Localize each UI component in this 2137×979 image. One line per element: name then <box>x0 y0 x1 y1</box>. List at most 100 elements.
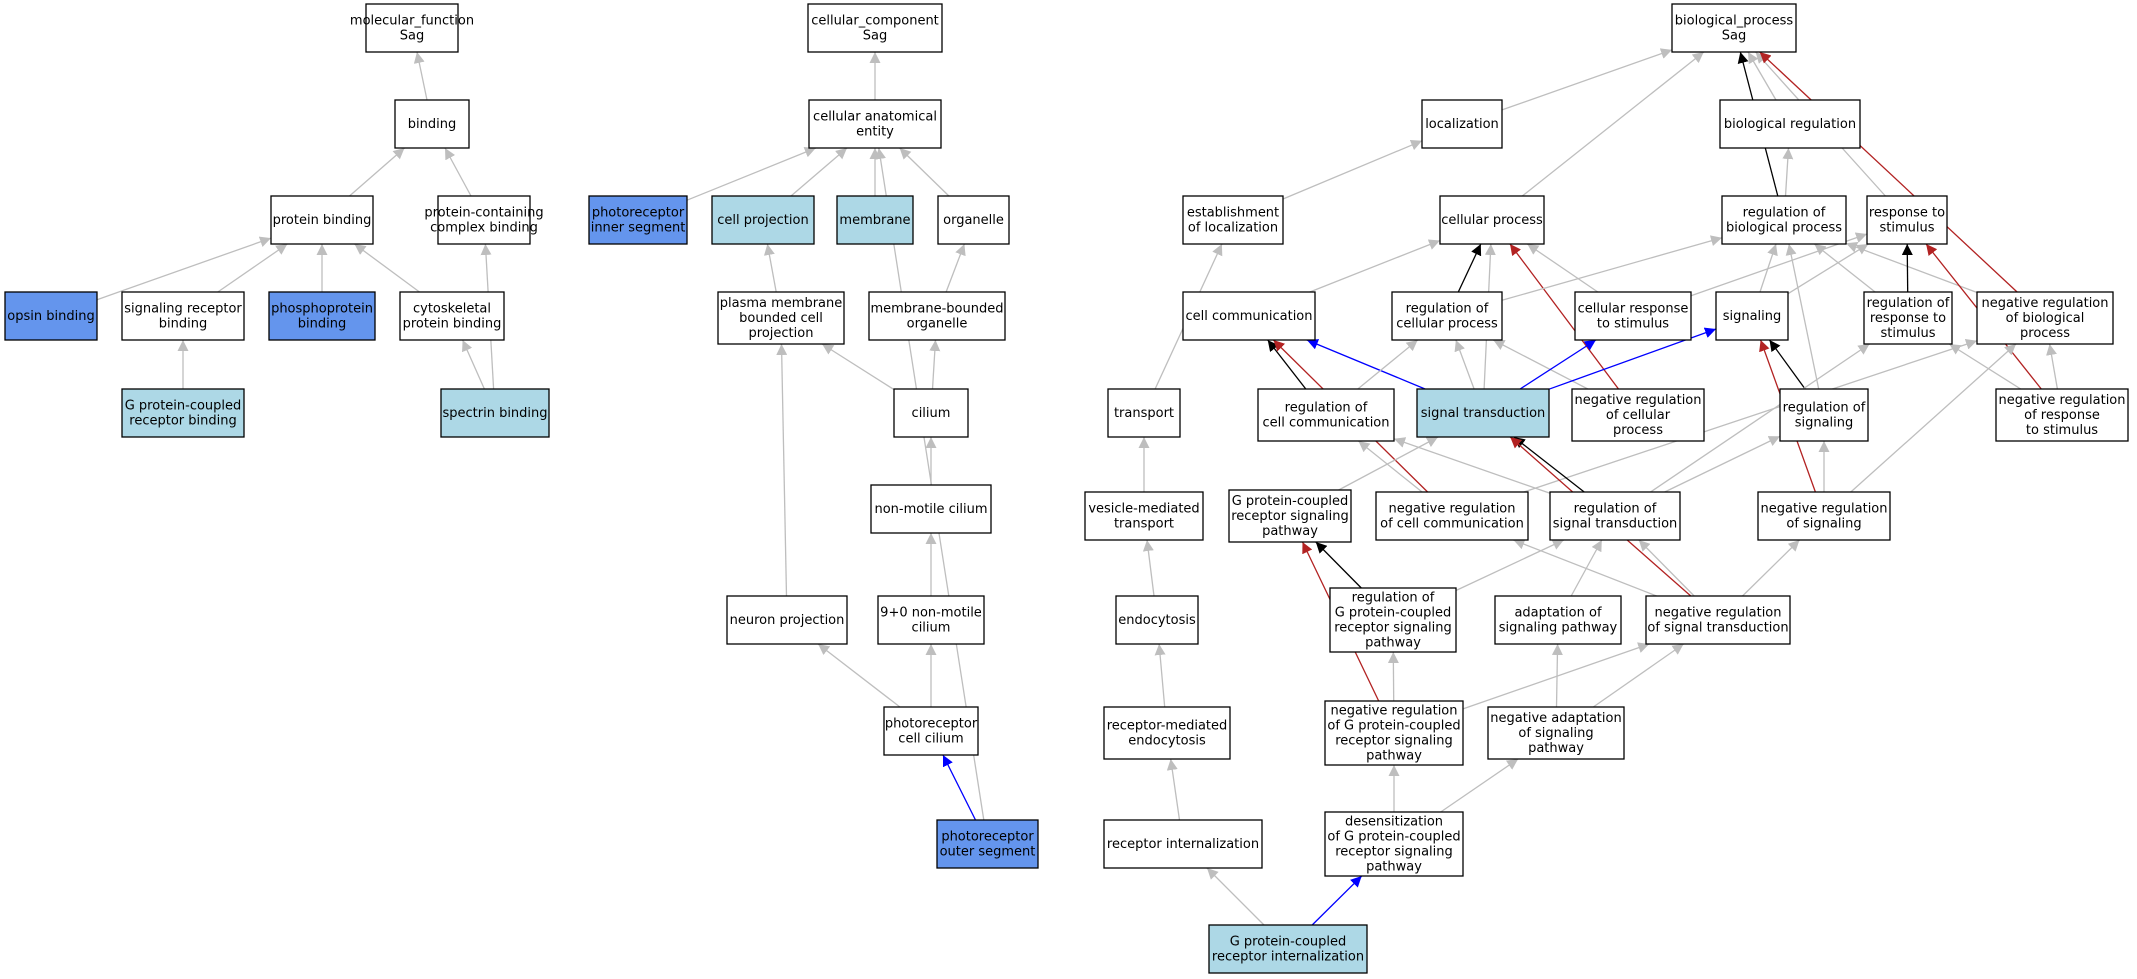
edge-regulation-cellular-process-to-regulation-biological-process <box>1501 235 1723 301</box>
node-label-line: binding <box>408 117 456 132</box>
node-localization[interactable]: localization <box>1421 99 1503 149</box>
node-protein-binding[interactable]: protein binding <box>270 195 374 245</box>
node-label-line: G protein-coupled <box>125 399 242 414</box>
edge-signaling-to-regulation-biological-process <box>1759 243 1778 293</box>
node-box <box>1571 388 1705 442</box>
node-binding[interactable]: binding <box>394 99 470 149</box>
edge-spectrin-binding-to-cytoskeletal <box>462 339 485 390</box>
node-label-line: response to <box>1870 311 1946 326</box>
node-box <box>1421 99 1503 149</box>
node-box <box>270 195 374 245</box>
edge-signal-transduction-to-regulation-cellular-process <box>1454 339 1475 390</box>
edge-neg-adaptation-signaling-to-neg-reg-signal-transduction <box>1592 643 1684 708</box>
node-label-line: complex binding <box>430 221 538 236</box>
node-label-line: stimulus <box>1880 326 1935 341</box>
node-opsin-binding[interactable]: opsin binding <box>4 291 98 341</box>
edge-cellular-process-to-biological-process <box>1521 51 1705 197</box>
edge-neg-reg-cellular-process-to-cellular-process <box>1509 243 1620 390</box>
node-signal-transduction[interactable]: signal transduction <box>1416 388 1550 438</box>
node-cellular-process[interactable]: cellular process <box>1439 195 1545 245</box>
node-label-line: non-motile cilium <box>874 502 987 517</box>
node-box <box>1715 291 1789 341</box>
node-label-line: molecular_function <box>350 14 474 29</box>
edge-gpcr-internalization-to-receptor-internalization <box>1206 867 1265 926</box>
node-label-line: protein binding <box>403 317 502 332</box>
node-cell-projection[interactable]: cell projection <box>711 195 815 245</box>
node-box <box>1084 491 1204 541</box>
node-box <box>1329 587 1457 653</box>
node-label-line: entity <box>856 125 894 140</box>
node-signaling[interactable]: signaling <box>1715 291 1789 341</box>
edge-cellular-response-stimulus-to-cellular-process <box>1526 243 1599 293</box>
edge-biological-regulation-to-biological-process <box>1747 51 1777 101</box>
node-label-line: signal transduction <box>1553 517 1678 532</box>
edge-regulation-cellular-process-to-cellular-process <box>1457 243 1482 293</box>
edge-regulation-signal-transduction-to-regulation-cell-communication <box>1393 437 1551 494</box>
node-label-line: 9+0 non-motile <box>880 606 982 621</box>
node-box <box>1757 491 1891 541</box>
node-spectrin-binding[interactable]: spectrin binding <box>440 388 550 438</box>
node-endocytosis[interactable]: endocytosis <box>1115 595 1199 645</box>
node-organelle[interactable]: organelle <box>937 195 1010 245</box>
node-transport[interactable]: transport <box>1107 388 1181 438</box>
node-membrane[interactable]: membrane <box>836 195 914 245</box>
node-box <box>1103 706 1231 760</box>
node-cilium[interactable]: cilium <box>893 388 969 438</box>
node-label-line: photoreceptor <box>941 830 1034 845</box>
node-cell-communication[interactable]: cell communication <box>1182 291 1316 341</box>
node-label-line: biological process <box>1726 221 1842 236</box>
node-label-line: projection <box>749 326 814 341</box>
node-label-line: vesicle-mediated <box>1088 502 1199 517</box>
node-label-line: negative regulation <box>1981 296 2108 311</box>
node-neuron-projection[interactable]: neuron projection <box>726 595 848 645</box>
node-non-motile-cilium[interactable]: non-motile cilium <box>870 484 992 534</box>
node-biological-regulation[interactable]: biological regulation <box>1719 99 1861 149</box>
node-receptor-internalization[interactable]: receptor internalization <box>1103 819 1263 869</box>
node-label-line: receptor binding <box>129 414 236 429</box>
node-box <box>1866 195 1948 245</box>
node-box <box>1257 388 1395 442</box>
node-label-line: signaling pathway <box>1499 621 1618 636</box>
node-label-line: to stimulus <box>1597 317 1669 332</box>
